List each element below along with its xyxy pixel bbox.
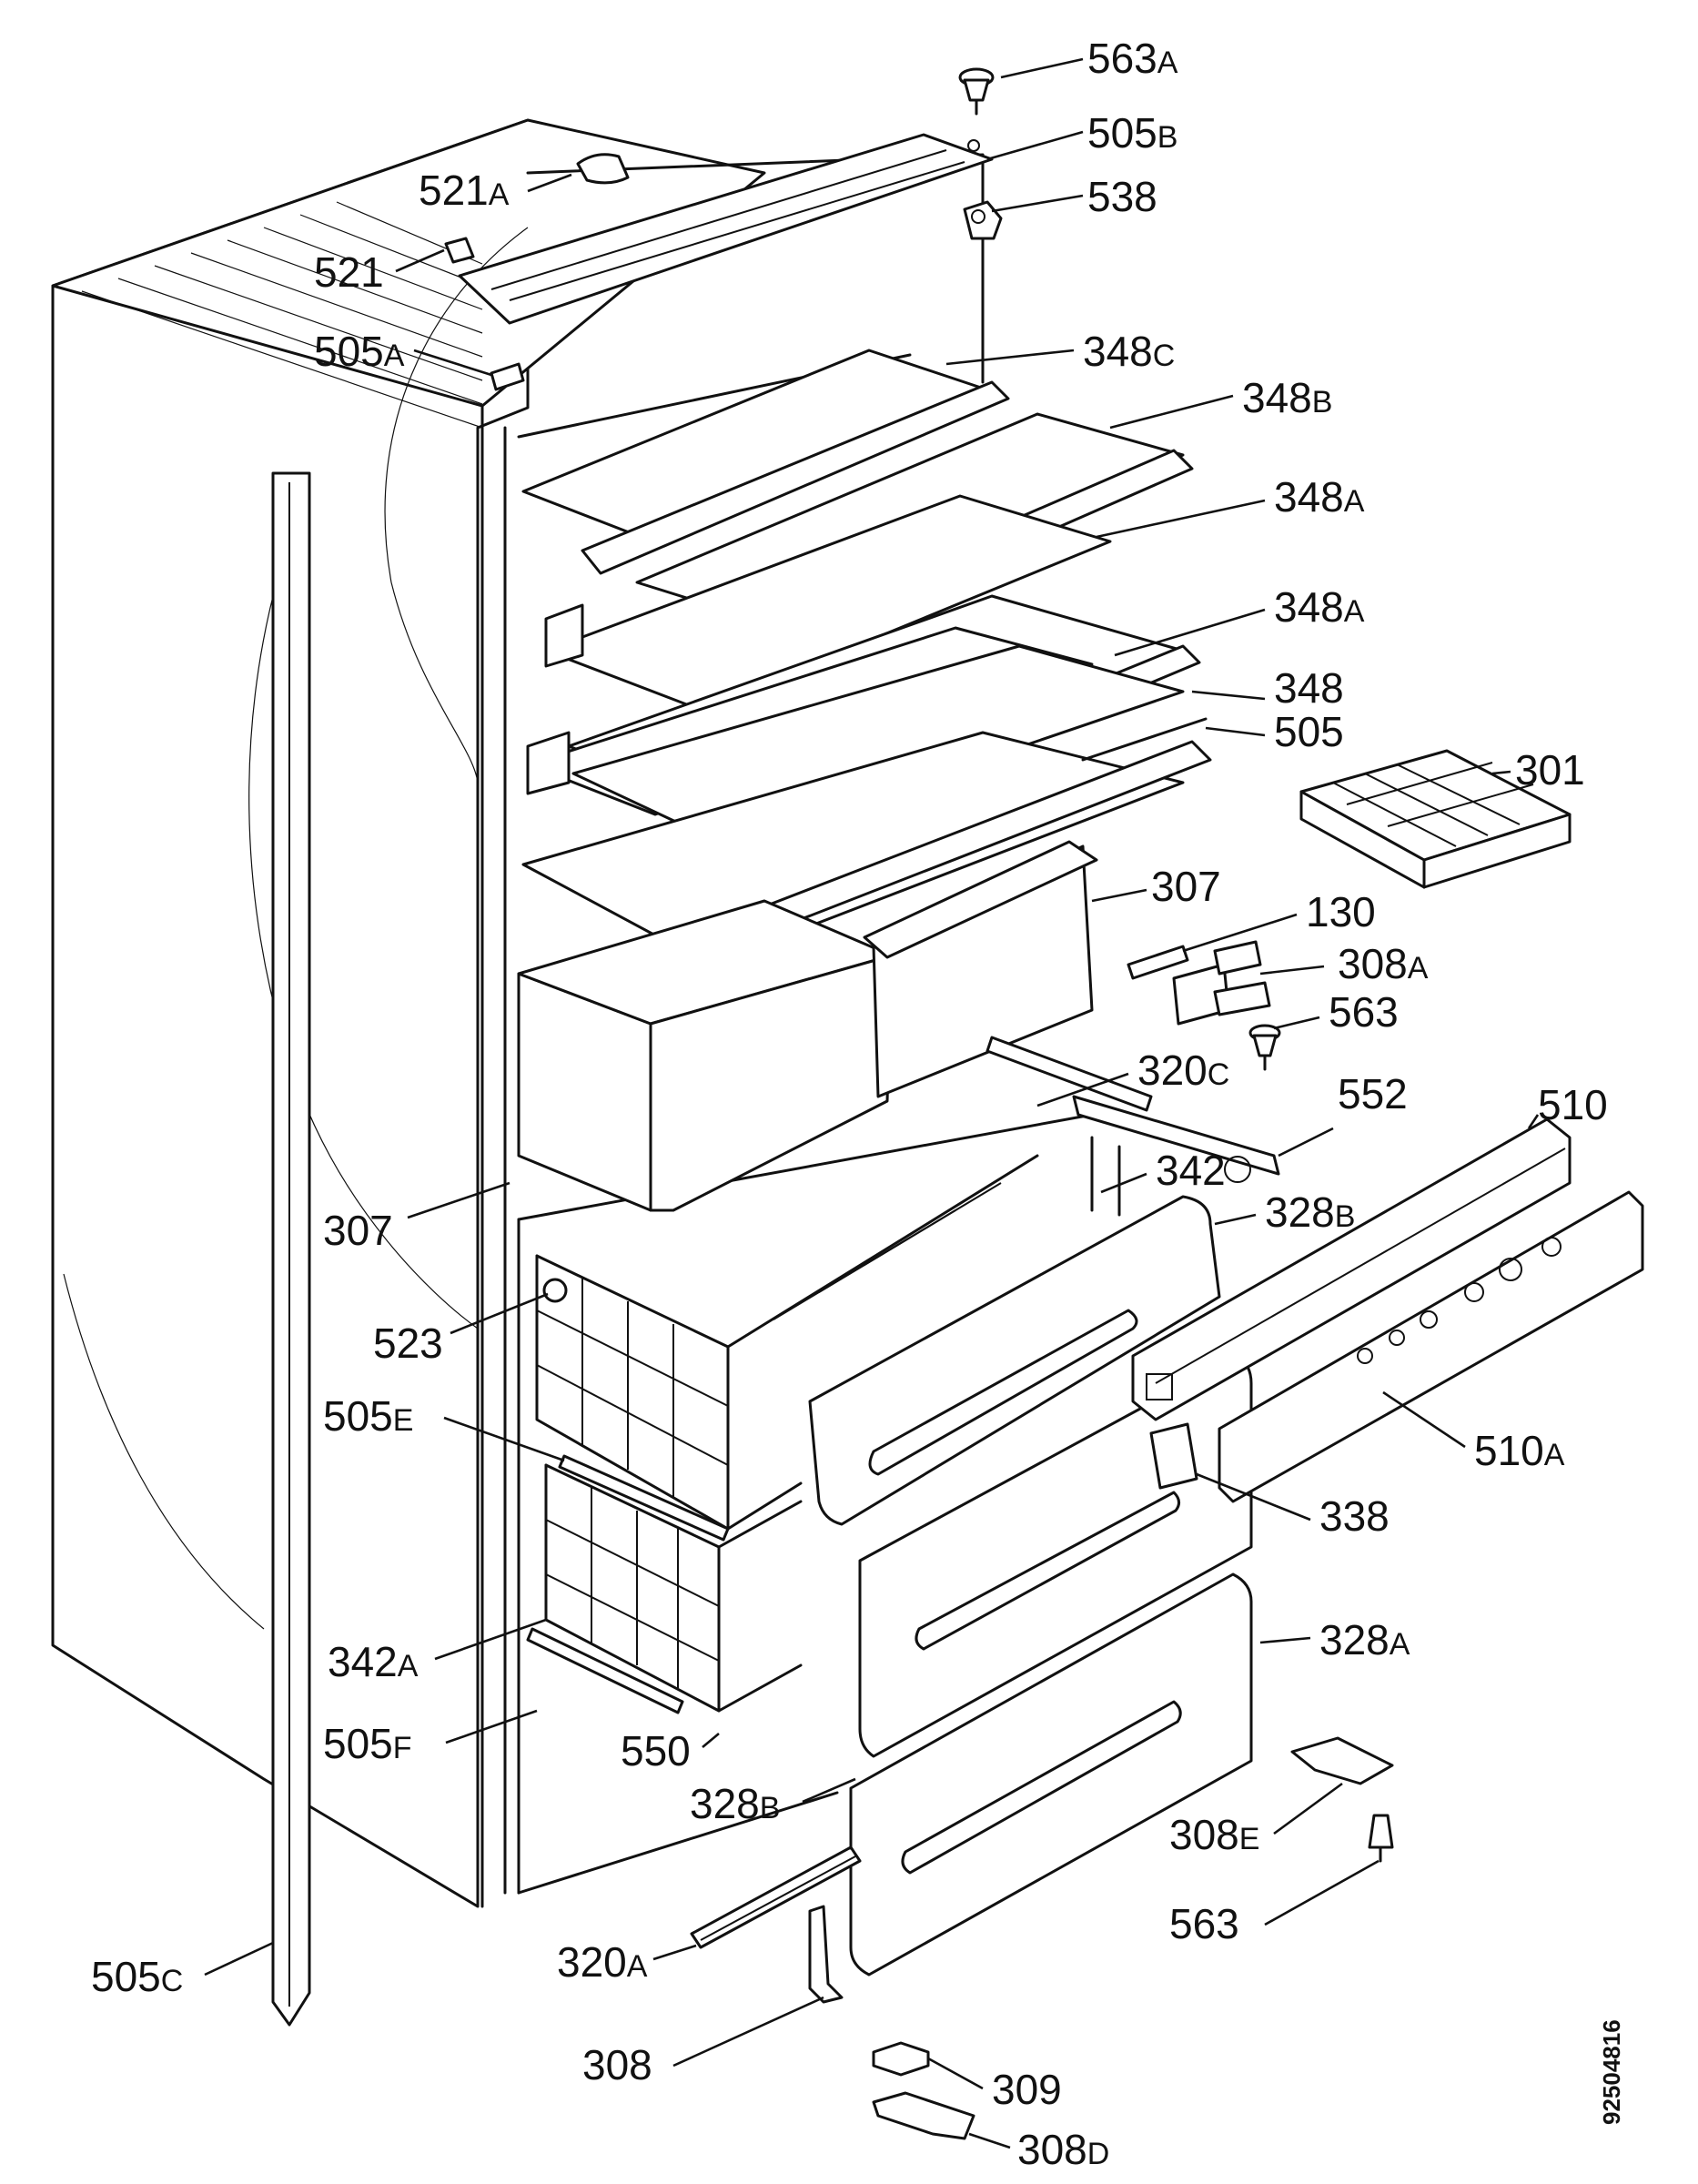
label-510a: 510A xyxy=(1474,1427,1565,1474)
label-320c: 320C xyxy=(1137,1046,1229,1094)
label-348a-2: 348A xyxy=(1274,583,1365,631)
drawing-number: 92504816 xyxy=(1598,2019,1625,2125)
hinge-308d xyxy=(872,2091,975,2140)
glass-shelf-348c xyxy=(521,349,1010,575)
cap-521 xyxy=(444,237,475,264)
bracket-338 xyxy=(1149,1422,1198,1490)
wire-basket-lower xyxy=(544,1463,803,1713)
drawer-bin-307-right xyxy=(863,840,1098,1098)
label-342a: 342A xyxy=(328,1638,419,1685)
label-523: 523 xyxy=(373,1320,443,1367)
screw-563a xyxy=(958,67,995,116)
strip-505a xyxy=(490,362,525,391)
slide-rail-505e xyxy=(558,1454,730,1542)
drawer-front-328b-upper xyxy=(808,1195,1221,1526)
label-307-upper: 307 xyxy=(1151,863,1221,910)
part-labels: 563A 505B 521A 538 521 505A 348C 348B 34… xyxy=(91,35,1608,2173)
label-309: 309 xyxy=(992,2066,1062,2113)
drawer-front-328a xyxy=(849,1572,1253,1977)
rail-552 xyxy=(1072,1095,1280,1183)
top-cover-505b xyxy=(458,133,994,325)
label-342: 342 xyxy=(1156,1147,1226,1194)
label-521: 521 xyxy=(314,248,384,296)
label-130: 130 xyxy=(1306,888,1376,935)
label-348c: 348C xyxy=(1083,328,1175,375)
label-328b-upper: 328B xyxy=(1265,1188,1355,1236)
control-panel-cover-510a xyxy=(1218,1190,1644,1503)
label-328b-lower: 328B xyxy=(690,1780,780,1827)
label-505b: 505B xyxy=(1087,109,1177,157)
hinge-308 xyxy=(808,1905,844,2004)
label-328a: 328A xyxy=(1319,1616,1410,1663)
label-505: 505 xyxy=(1274,708,1344,755)
label-505e: 505E xyxy=(323,1392,413,1440)
label-505c: 505C xyxy=(91,1953,183,2000)
label-308e: 308E xyxy=(1169,1811,1259,1858)
label-563-bottom: 563 xyxy=(1169,1900,1239,1947)
label-348b: 348B xyxy=(1242,374,1332,421)
label-505a: 505A xyxy=(314,328,405,375)
label-320a: 320A xyxy=(557,1938,648,1986)
label-563a-top: 563A xyxy=(1087,35,1178,82)
screw-563-mid xyxy=(1248,1024,1281,1071)
label-308a: 308A xyxy=(1338,940,1429,987)
label-308: 308 xyxy=(582,2041,652,2088)
label-348a-1: 348A xyxy=(1274,473,1365,521)
slide-rail-505f xyxy=(526,1627,684,1714)
label-563-mid: 563 xyxy=(1329,988,1399,1036)
label-510: 510 xyxy=(1538,1081,1608,1128)
leader-lines xyxy=(204,57,1540,2149)
screw-563-bottom xyxy=(1368,1814,1394,1863)
plate-130 xyxy=(1127,945,1189,980)
cap-521a xyxy=(576,153,630,185)
wire-basket-upper xyxy=(535,1154,1039,1531)
knob-523 xyxy=(542,1278,568,1303)
label-538: 538 xyxy=(1087,173,1157,220)
rail-342 xyxy=(1090,1136,1121,1217)
control-panel-510 xyxy=(1131,1117,1572,1421)
glass-shelf-348a-upper xyxy=(544,494,1112,712)
hinge-plate-308a xyxy=(1172,940,1271,1026)
hinge-538 xyxy=(963,200,1003,240)
slide-320a xyxy=(690,1845,862,1949)
label-348: 348 xyxy=(1274,664,1344,712)
shelf-rail-505 xyxy=(1081,717,1208,762)
rail-320c xyxy=(985,1036,1153,1112)
label-301: 301 xyxy=(1515,746,1585,794)
label-307-lower: 307 xyxy=(323,1207,393,1254)
label-552: 552 xyxy=(1338,1070,1408,1117)
ice-tray-301 xyxy=(1299,749,1572,889)
label-338: 338 xyxy=(1319,1492,1390,1540)
label-505f: 505F xyxy=(323,1720,412,1767)
label-521a: 521A xyxy=(419,167,510,214)
hinge-308e xyxy=(1290,1736,1394,1785)
label-308d: 308D xyxy=(1017,2126,1109,2173)
drawer-bin-307-left xyxy=(517,899,894,1212)
label-550: 550 xyxy=(621,1727,691,1774)
door-gasket-505c xyxy=(271,471,311,2027)
block-309 xyxy=(872,2041,930,2077)
